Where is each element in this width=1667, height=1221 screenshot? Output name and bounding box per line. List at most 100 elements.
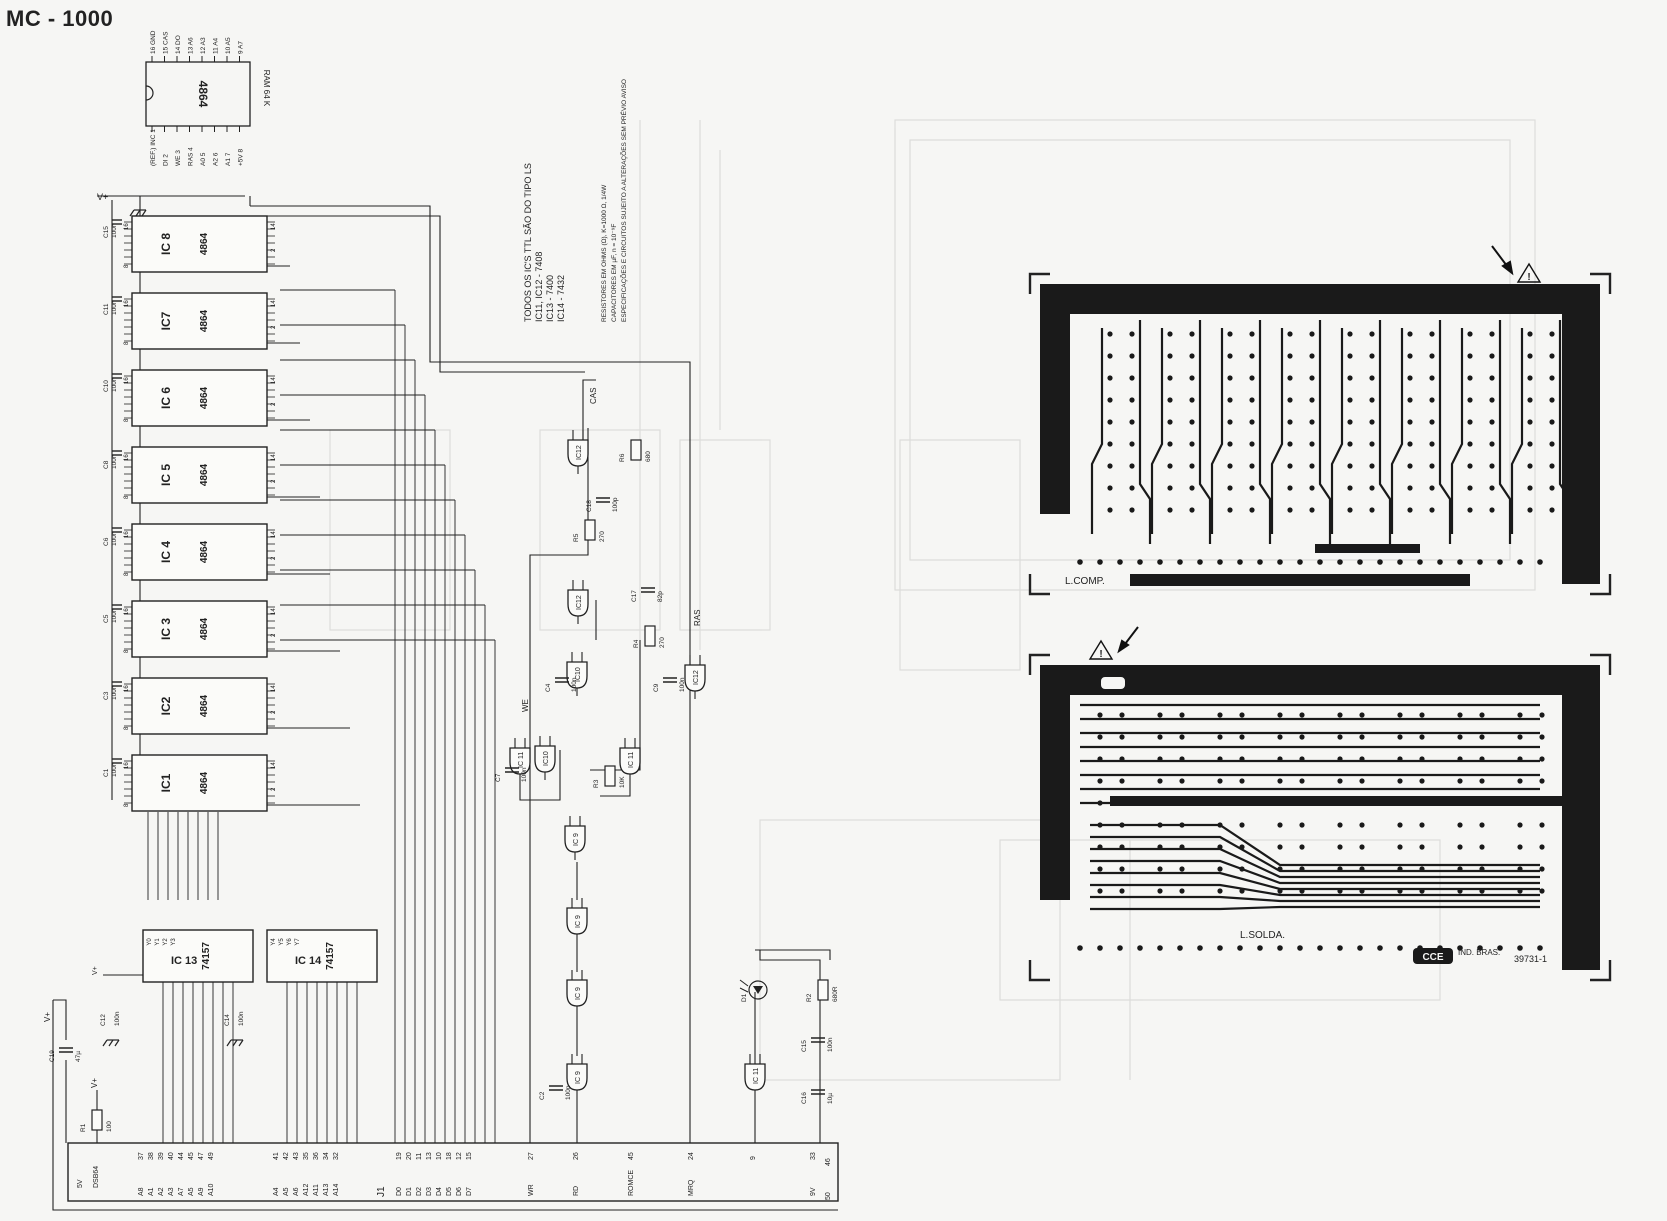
pcb-pad [1299, 756, 1305, 762]
connector-pin-signal: A13 [323, 1183, 330, 1196]
pcb-pad [1457, 844, 1463, 850]
pcb-pad [1299, 866, 1305, 872]
pcb-pad [1429, 507, 1435, 513]
pcb-pad [1107, 375, 1113, 381]
mux-ic-ref: IC 13 [171, 955, 197, 967]
pcb-trace [1210, 328, 1224, 534]
pcb-pad [1097, 822, 1103, 828]
pin-number: 2 [271, 556, 277, 560]
pcb-pad [1129, 397, 1135, 403]
mux-cap-value: 100n [114, 1011, 121, 1026]
pcb-pad [1309, 507, 1315, 513]
pcb-pad [1097, 844, 1103, 850]
pcb-pad [1117, 559, 1123, 565]
connector-pin-number: 13 [426, 1152, 433, 1160]
pcb-pad [1419, 822, 1425, 828]
pcb-pad [1407, 419, 1413, 425]
pcb-pad [1287, 507, 1293, 513]
connector-pin-number: 34 [323, 1152, 330, 1160]
pcb-pad [1107, 507, 1113, 513]
pcb-pad [1227, 463, 1233, 469]
pcb-pad [1407, 397, 1413, 403]
bleed-through-ghost [329, 119, 1536, 1081]
pin-number: 8 [124, 572, 130, 576]
pcb-pad [1527, 463, 1533, 469]
pcb-pad [1369, 485, 1375, 491]
gate-symbol [567, 589, 589, 617]
part-value: 100n [565, 1085, 572, 1100]
pcb-pad [1129, 353, 1135, 359]
pcb-pad [1119, 888, 1125, 894]
pin-number: 8 [124, 495, 130, 499]
pcb-pad [1397, 734, 1403, 740]
pcb-trace [1198, 320, 1212, 544]
part-value: 47µ [75, 1051, 82, 1062]
pcb-pad [1277, 822, 1283, 828]
pcb-pad [1287, 419, 1293, 425]
gate-symbol [534, 745, 556, 773]
pcb-pad [1369, 397, 1375, 403]
gate-symbol [684, 664, 706, 692]
page-title: MC - 1000 [6, 6, 114, 31]
pcb-pad [1397, 822, 1403, 828]
pin-number: 16 [124, 223, 130, 230]
mux-output-label: Y5 [279, 938, 285, 946]
pcb-pad [1419, 734, 1425, 740]
gate-ref: IC 9 [575, 987, 582, 1000]
pcb-pad [1467, 397, 1473, 403]
pcb-pad [1347, 441, 1353, 447]
pcb-pad [1397, 778, 1403, 784]
pcb-pad [1337, 844, 1343, 850]
pcb-pad [1369, 463, 1375, 469]
pcb-pad [1157, 734, 1163, 740]
pcb-component-side [1028, 272, 1612, 596]
note-spec-2: CAPACITORES EM µF, n = 10⁻⁹F [611, 224, 618, 322]
connector-pin-signal: A14 [333, 1183, 340, 1196]
pcb-pad [1119, 712, 1125, 718]
pcb-pad [1119, 844, 1125, 850]
pcb-pad [1337, 756, 1343, 762]
pcb-pad [1277, 778, 1283, 784]
pcb-pad [1369, 375, 1375, 381]
led-diode: D1 [739, 979, 768, 1002]
logic-gate: IC 9 [564, 825, 586, 853]
ground-pour [1040, 665, 1600, 970]
signal-we: WE [521, 699, 530, 712]
pcb-pad [1277, 756, 1283, 762]
part-value: 270 [599, 531, 606, 542]
pcb-pad [1249, 397, 1255, 403]
ram-left-pin-label: A2 6 [213, 152, 220, 166]
pcb-pad [1277, 888, 1283, 894]
pcb-pad [1497, 559, 1503, 565]
pcb-pad [1489, 331, 1495, 337]
pcb-pad [1179, 712, 1185, 718]
pcb-pad [1479, 822, 1485, 828]
connector-pin-signal: D6 [456, 1187, 463, 1196]
part-ref: C18 [586, 500, 593, 512]
pcb-pad [1299, 888, 1305, 894]
connector-pin-signal: A7 [178, 1187, 185, 1196]
pcb-pad [1337, 559, 1343, 565]
part-value: 82p [657, 591, 664, 602]
pcb-pad [1249, 507, 1255, 513]
pcb-pad [1287, 441, 1293, 447]
decoupling-cap-value: 100n [111, 608, 118, 623]
pcb-maker: IND. BRAS. [1458, 948, 1500, 957]
note-logic-4: IC14 - 7432 [556, 275, 566, 322]
pcb-pad [1437, 559, 1443, 565]
pcb-pad [1309, 353, 1315, 359]
part-value: 10K [619, 776, 626, 788]
pcb-pad [1407, 463, 1413, 469]
ram-right-pin-label: 15 CAS [163, 31, 170, 54]
pcb-mount-pad [1099, 675, 1127, 691]
connector-pin-number: 41 [273, 1152, 280, 1160]
part-value: 680R [832, 986, 839, 1002]
pcb-solder-side [1028, 653, 1612, 982]
pcb-pad [1549, 353, 1555, 359]
pcb-bus-bar [1315, 544, 1420, 553]
